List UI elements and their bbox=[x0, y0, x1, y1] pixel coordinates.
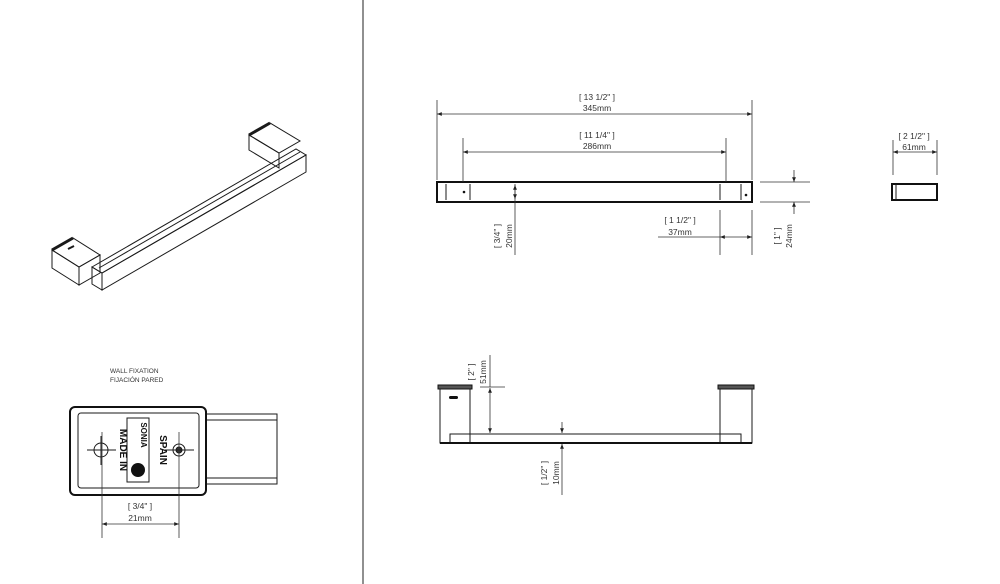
bracket-spacing-mm: 286mm bbox=[583, 141, 611, 151]
hole-spacing-mm: 21mm bbox=[128, 513, 152, 523]
screw-hole-icon bbox=[165, 443, 194, 457]
bracket-height-mm: 24mm bbox=[784, 224, 794, 248]
spain-stamp: SPAIN bbox=[157, 435, 168, 465]
wall-fixation-title: WALL FIXATION bbox=[110, 368, 159, 375]
bracket-depth-mm: 51mm bbox=[478, 360, 488, 384]
screw-hole-icon bbox=[87, 436, 116, 465]
projection-mm: 61mm bbox=[902, 142, 926, 152]
bracket-depth-inch: [ 2" ] bbox=[466, 363, 476, 380]
bracket-spacing-inch: [ 11 1/4" ] bbox=[579, 130, 614, 140]
bar-height-inch: [ 3/4" ] bbox=[492, 224, 502, 248]
bar-thickness-inch: [ 1/2" ] bbox=[539, 461, 549, 485]
hole-spacing-inch: [ 3/4" ] bbox=[128, 501, 152, 511]
top-view: [ 2" ] 51mm [ 1/2" ] 10mm bbox=[437, 355, 755, 495]
wall-fixation-view: WALL FIXATION FIJACIÓN PARED MADE IN SON… bbox=[69, 368, 278, 538]
front-view: [ 13 1/2" ] 345mm [ 11 1/4" ] 286mm [ 3/… bbox=[436, 92, 810, 255]
overall-length-mm: 345mm bbox=[583, 103, 611, 113]
bar-thickness-mm: 10mm bbox=[551, 461, 561, 485]
bar-height-mm: 20mm bbox=[504, 224, 514, 248]
side-view: [ 2 1/2" ] 61mm bbox=[891, 131, 938, 201]
brand-logo-icon bbox=[131, 463, 145, 477]
overall-length-inch: [ 13 1/2" ] bbox=[579, 92, 615, 102]
wall-fixation-title-es: FIJACIÓN PARED bbox=[110, 375, 164, 384]
projection-inch: [ 2 1/2" ] bbox=[898, 131, 929, 141]
isometric-view bbox=[51, 121, 307, 291]
bracket-width-inch: [ 1 1/2" ] bbox=[664, 215, 695, 225]
bracket-height-inch: [ 1" ] bbox=[772, 227, 782, 244]
made-in-stamp: MADE IN bbox=[117, 429, 128, 471]
brand-stamp: SONIA bbox=[139, 422, 148, 448]
bracket-width-mm: 37mm bbox=[668, 227, 692, 237]
